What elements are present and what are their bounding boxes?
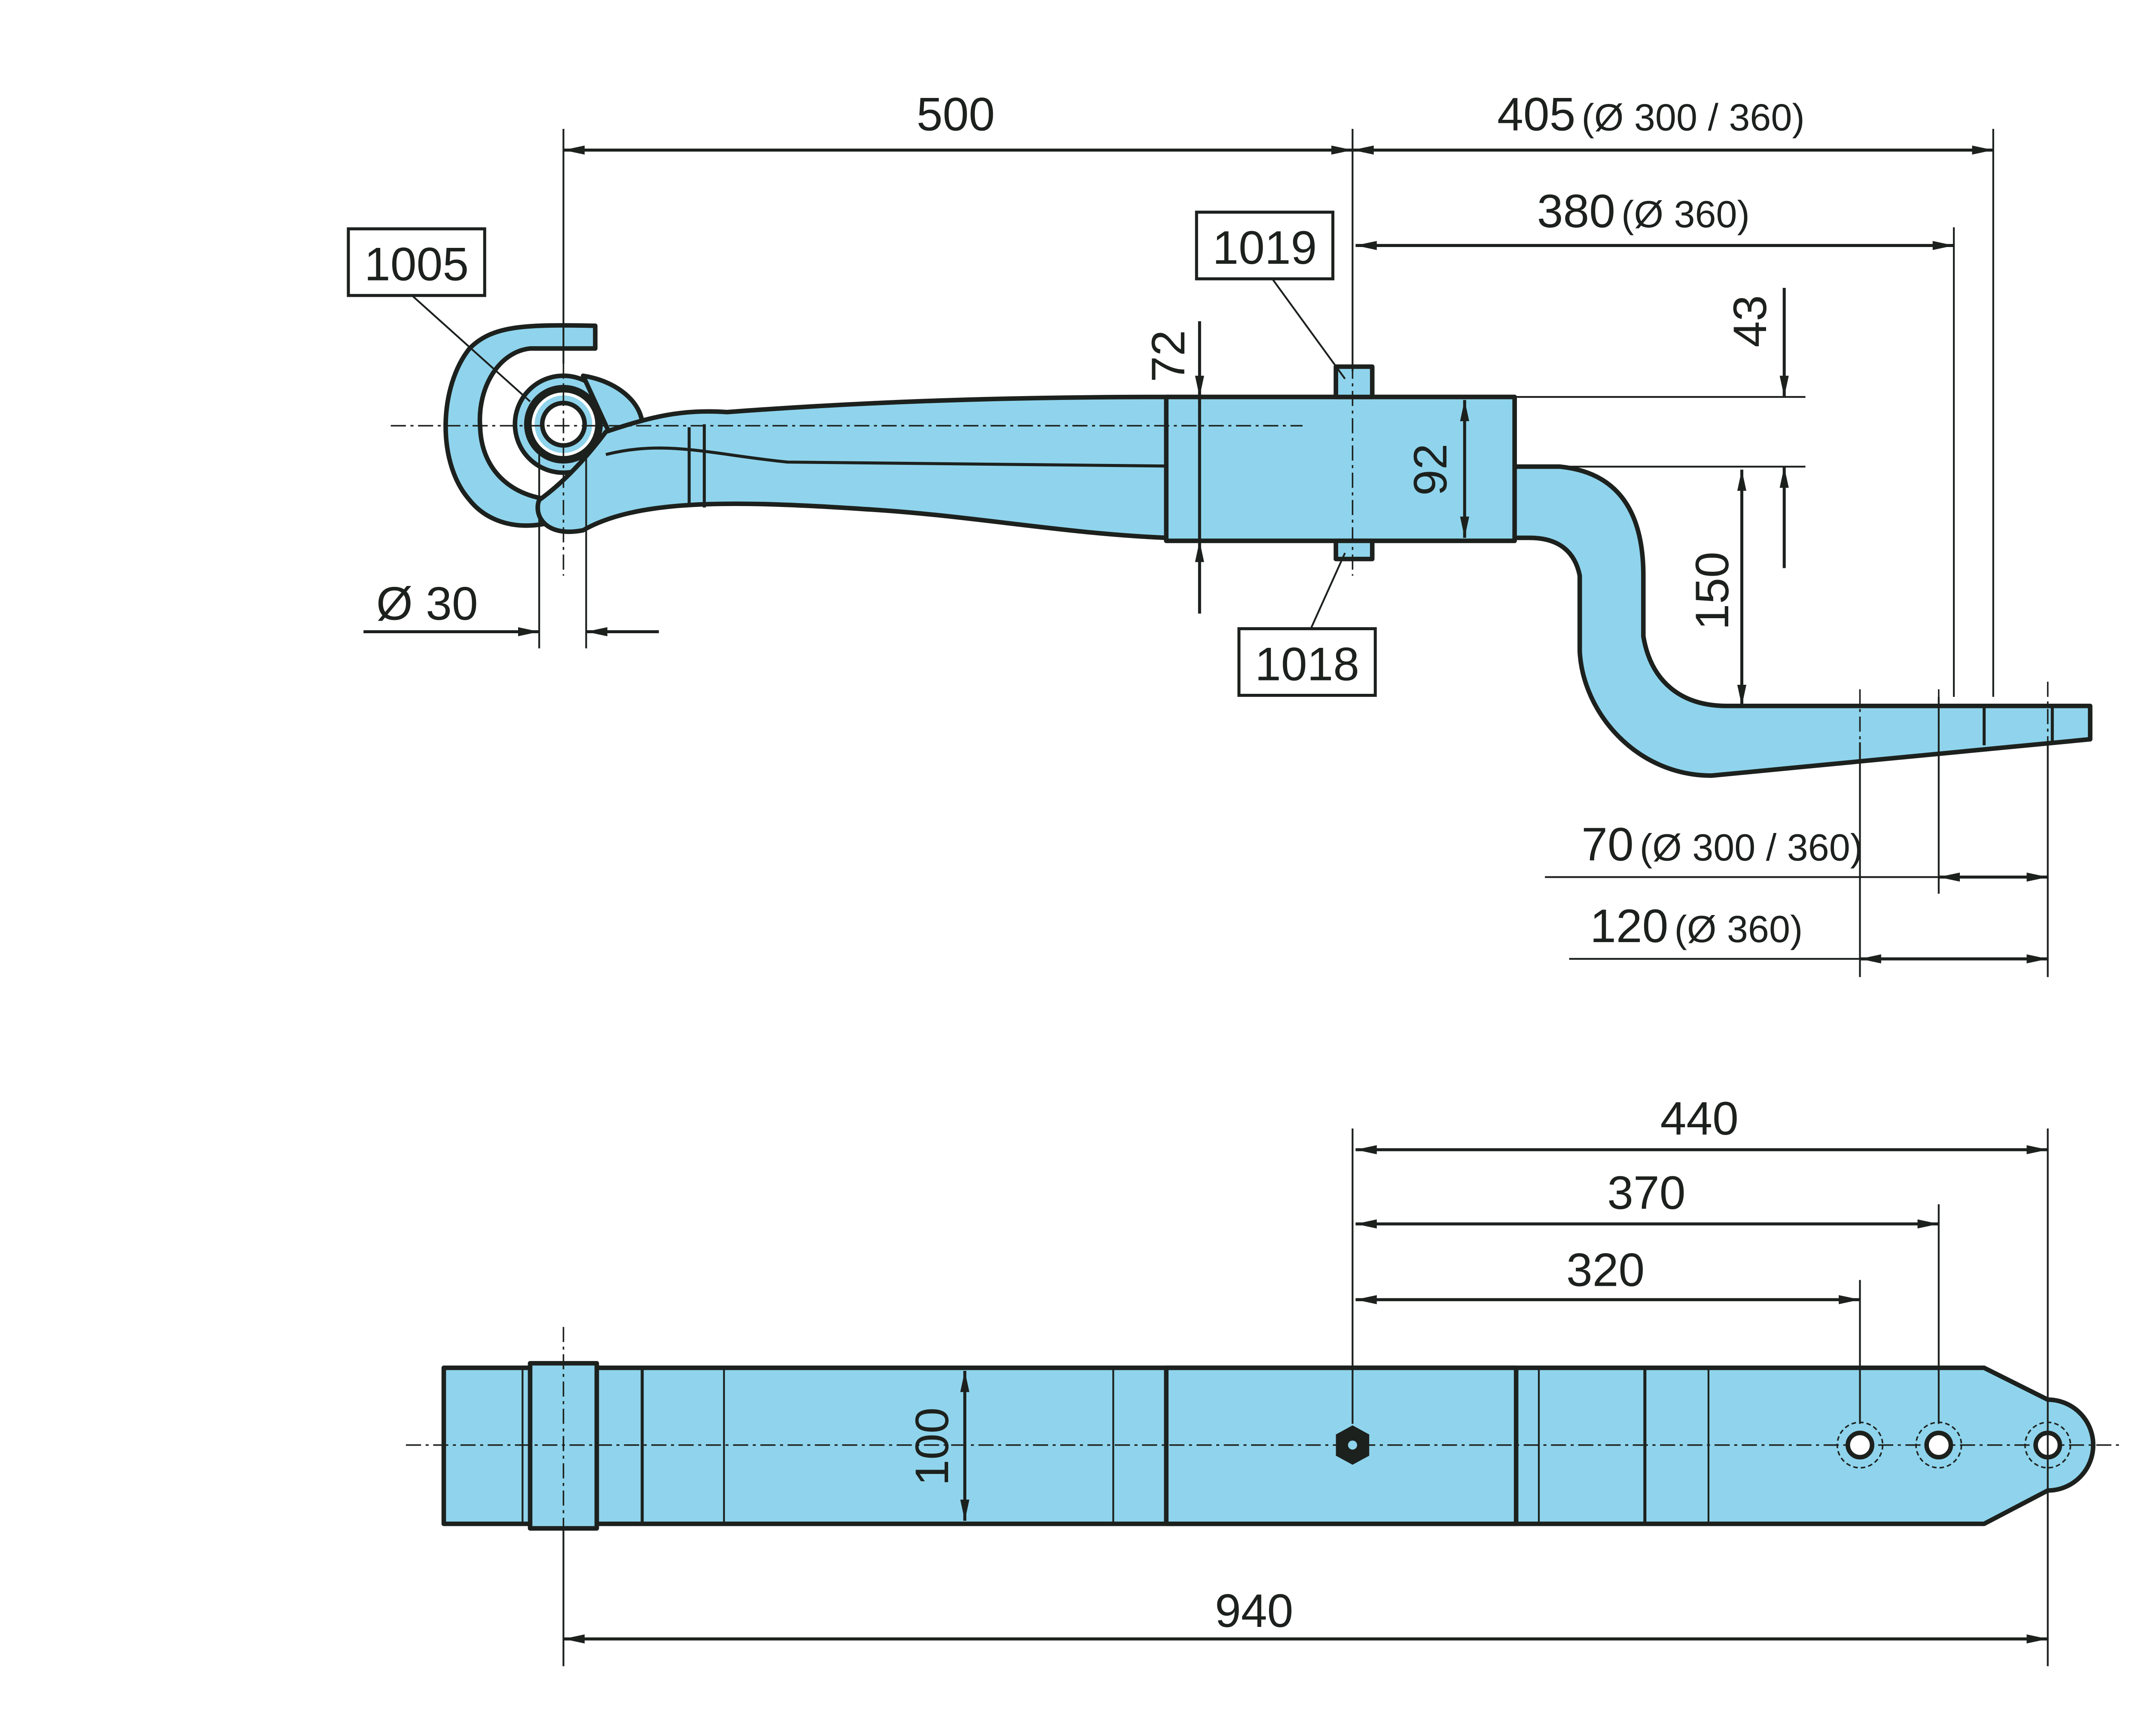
part-label-1019-box — [1195, 211, 1335, 281]
part-label-1005: 1005 — [364, 238, 469, 291]
dim-72: 72 — [1142, 330, 1195, 382]
dim-405: 405 (Ø 300 / 360) — [1497, 88, 1805, 141]
spring-seat-clamp — [1164, 394, 1517, 543]
dim-100: 100 — [906, 1407, 958, 1486]
dim-150: 150 — [1686, 552, 1739, 630]
part-label-1005-box — [347, 227, 486, 297]
dim-70: 70 (Ø 300 / 360) — [1581, 818, 1863, 871]
dim-92: 92 — [1404, 443, 1457, 496]
dim-eye-diameter: Ø 30 — [376, 577, 478, 630]
part-label-1018-box — [1237, 627, 1377, 697]
part-label-1019: 1019 — [1212, 222, 1317, 274]
dim-320: 320 — [1566, 1244, 1645, 1297]
center-bolt-nut — [1333, 538, 1375, 561]
leaf-separation-line — [605, 446, 1515, 471]
dim-120: 120 (Ø 360) — [1590, 900, 1803, 952]
dim-500: 500 — [917, 88, 995, 141]
dim-380: 380 (Ø 360) — [1537, 185, 1750, 238]
hole-370 — [1924, 1431, 1953, 1460]
center-bolt-head — [1333, 364, 1375, 400]
dim-440: 440 — [1660, 1092, 1739, 1145]
part-label-1018: 1018 — [1255, 638, 1359, 690]
plan-view: 440 370 320 940 100 — [406, 1092, 2121, 1666]
dim-940: 940 — [1215, 1585, 1293, 1637]
hole-320 — [1845, 1431, 1874, 1460]
dim-43: 43 — [1724, 295, 1776, 348]
dim-370: 370 — [1607, 1167, 1685, 1219]
main-leaf — [535, 394, 2093, 778]
spring-eye-wrap — [443, 323, 598, 528]
side-view: 500 405 (Ø 300 / 360) 380 (Ø 360) 43 150… — [347, 88, 2093, 977]
